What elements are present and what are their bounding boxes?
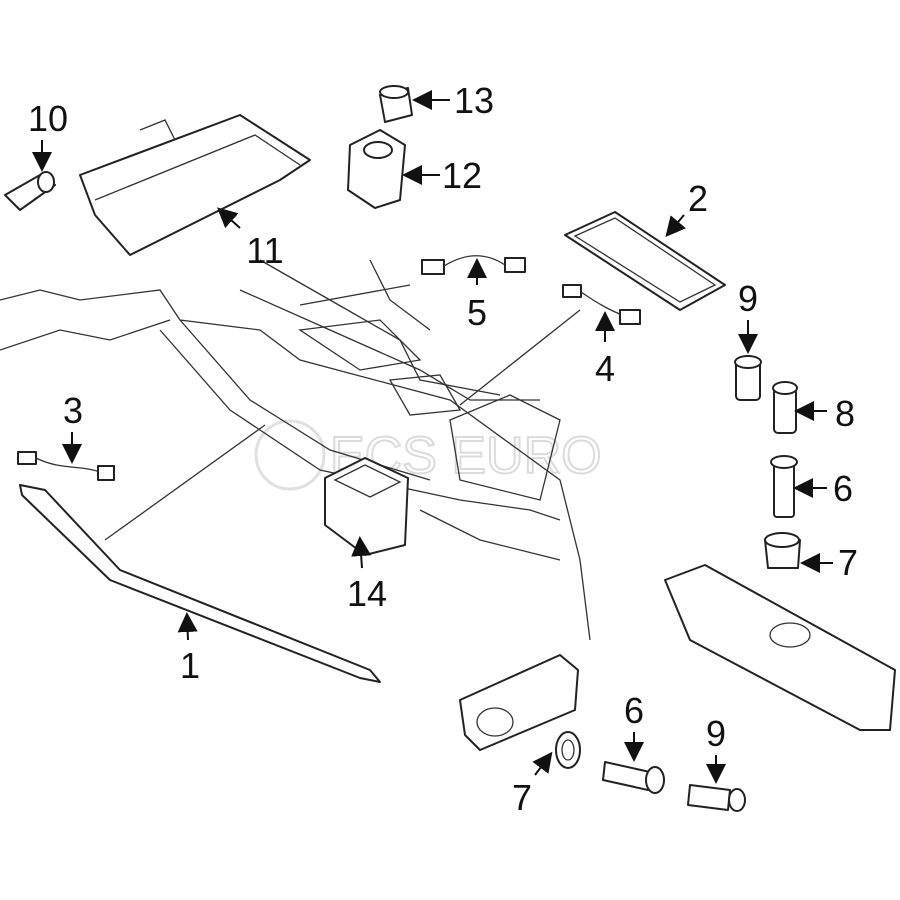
callout-7-upper: 7: [838, 542, 858, 583]
callout-4: 4: [595, 348, 615, 389]
part-13-knob: [379, 85, 413, 123]
part-7-ring-lower: [555, 731, 581, 769]
leader-arrows: [32, 90, 833, 784]
callout-12: 12: [442, 155, 482, 196]
callout-7-lower: 7: [512, 777, 532, 818]
part-8-socket: [772, 381, 798, 434]
storage-tray: [664, 564, 896, 731]
callout-3: 3: [63, 390, 83, 431]
callout-6-upper: 6: [833, 468, 853, 509]
callout-11: 11: [246, 230, 283, 271]
part-9-socket-lower: [687, 784, 746, 812]
part-2-tray-mat: [564, 211, 726, 311]
callout-14: 14: [347, 573, 387, 614]
callout-6-lower: 6: [624, 690, 644, 731]
part-3-wire-harness: [17, 451, 115, 481]
callout-8: 8: [835, 393, 855, 434]
part-6-sleeve-lower: [602, 761, 665, 794]
part-6-sleeve-upper: [770, 455, 798, 518]
part-1-trim-strip: [19, 484, 381, 683]
callout-2: 2: [688, 178, 708, 219]
watermark-logo: ECS EURO: [254, 419, 603, 491]
callout-5: 5: [467, 292, 487, 333]
callout-9-upper: 9: [738, 278, 758, 319]
callout-1: 1: [180, 645, 200, 686]
part-10-socket: [4, 171, 56, 211]
part-5-wire-harness: [421, 255, 526, 275]
part-12-switch-assembly: [347, 129, 406, 209]
part-7-ring-upper: [764, 532, 801, 569]
callout-10: 10: [28, 98, 68, 139]
part-9-socket-upper: [734, 355, 762, 401]
callout-13: 13: [454, 80, 494, 121]
callout-9-lower: 9: [706, 713, 726, 754]
lower-bezel: [459, 654, 579, 751]
part-4-wire-harness: [562, 284, 641, 325]
part-11-control-panel: [79, 114, 311, 256]
part-14-switch-block: [324, 457, 409, 556]
